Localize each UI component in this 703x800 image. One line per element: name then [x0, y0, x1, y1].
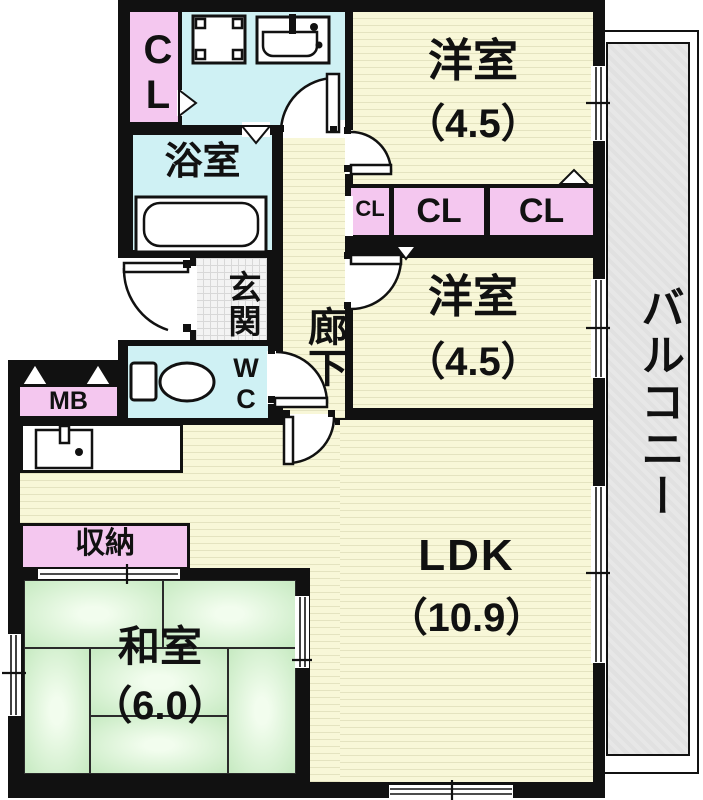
room-closet-upper-left: [130, 12, 178, 122]
label-japanese: 和室: [117, 623, 202, 670]
door-hallway-ldk: [282, 410, 336, 466]
western2-door-opening: [345, 257, 353, 309]
label-western2-area: （4.5）: [405, 340, 541, 384]
door-toilet: [268, 347, 329, 409]
label-japanese-area: （6.0）: [92, 684, 228, 728]
door-entrance: [122, 260, 191, 332]
label-western1: 洋室: [427, 35, 518, 86]
closet-right-door-marker: [557, 168, 591, 185]
balcony-floor: [606, 42, 690, 756]
tatami-mat: [90, 716, 228, 774]
room-closet-mid: [394, 188, 484, 235]
room-storage: [20, 523, 190, 570]
closet-small-opening: [345, 196, 353, 236]
door-washroom: [277, 72, 341, 134]
room-meter-box: [20, 387, 117, 416]
toilet: [129, 361, 216, 403]
western1-door-opening: [345, 130, 353, 174]
room-closet-right: [490, 188, 593, 235]
label-ldk-area: （10.9）: [387, 596, 546, 640]
tatami-mat: [24, 580, 163, 648]
tatami-mat: [228, 648, 296, 774]
tatami-mat: [90, 648, 228, 716]
room-closet-small: [351, 188, 389, 235]
label-balcony: バルコニー: [634, 284, 683, 520]
label-storage: 収納: [75, 527, 135, 560]
label-closet-upper-left: CL: [136, 28, 180, 118]
label-western1-area: （4.5）: [405, 102, 541, 146]
washroom-sink: [255, 14, 331, 65]
bathtub: [134, 195, 268, 254]
bath-door-marker: [239, 125, 273, 145]
label-closet-small: CL: [355, 196, 385, 221]
room-ldk-right: [340, 420, 593, 782]
label-closet-mid: CL: [416, 192, 462, 230]
kitchen-sink: [34, 424, 94, 470]
tatami-mat: [163, 580, 296, 648]
label-ldk: LDK: [418, 531, 515, 580]
room-western1: [353, 12, 593, 184]
window-ldk: [591, 486, 606, 663]
entrance-door-opening: [189, 266, 197, 330]
room-entrance: [196, 258, 267, 340]
closet-mid-door-marker: [393, 245, 419, 261]
window-ticks: [2, 101, 610, 800]
label-western2: 洋室: [427, 271, 518, 322]
sliding-door-japanese-ldk: [295, 596, 309, 668]
meter-box-marker: [20, 362, 50, 386]
door-western2: [344, 252, 403, 311]
label-toilet: WC: [231, 353, 261, 415]
tatami-mat: [24, 648, 90, 774]
closet-door-marker: [178, 87, 198, 119]
door-marker-triangles: [20, 87, 591, 386]
label-meter-box: MB: [49, 387, 88, 415]
label-entrance: 玄関: [224, 270, 261, 338]
window-japanese-left: [7, 634, 21, 716]
label-hallway: 廊下: [302, 306, 346, 388]
label-bath: 浴室: [164, 141, 241, 183]
washing-machine: [191, 14, 247, 65]
door-western1: [344, 127, 393, 176]
meter-box-marker: [83, 362, 113, 386]
label-closet-right: CL: [518, 192, 565, 230]
